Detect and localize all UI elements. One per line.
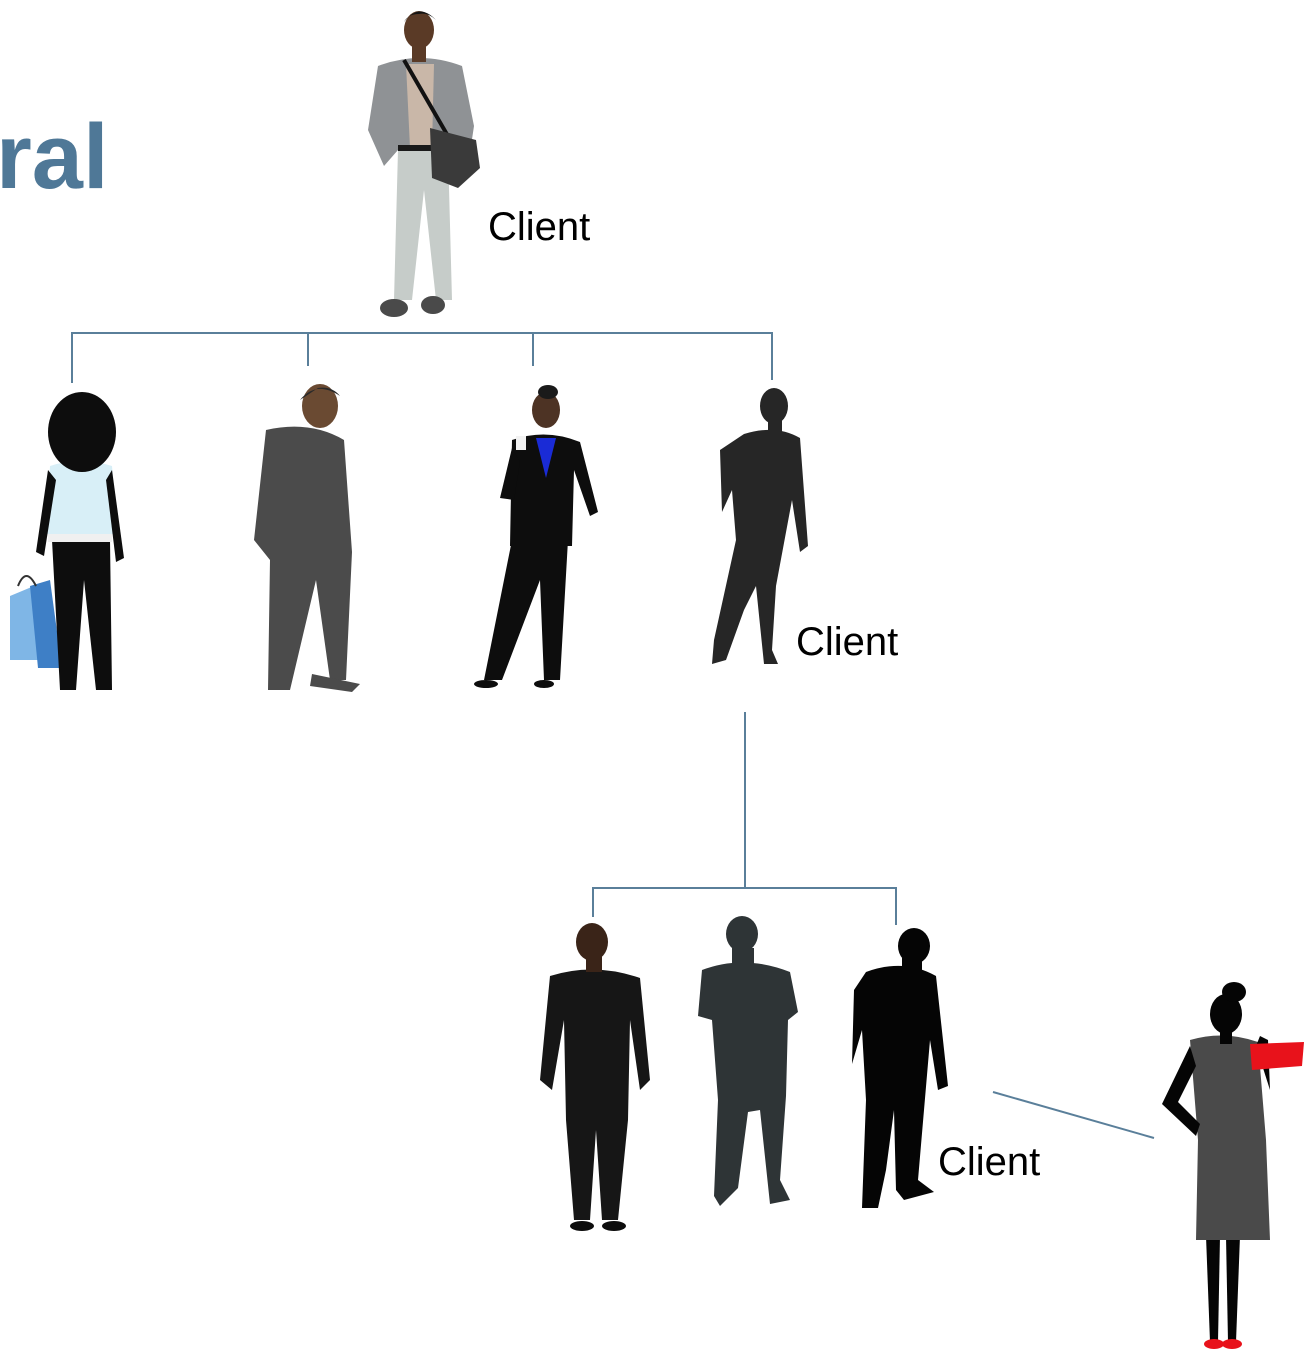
third-level-connector — [992, 1091, 1155, 1139]
top-client-man-with-messenger-bag-icon — [368, 11, 480, 317]
level3-client-label: Client — [938, 1140, 1040, 1184]
level3-client-man-silhouette-icon — [852, 928, 948, 1208]
top-client-label: Client — [488, 205, 590, 249]
level2-client-label: Client — [796, 620, 898, 664]
slide-title: ral — [0, 106, 109, 208]
second-level-connector — [592, 712, 897, 925]
dark-grey-man-silhouette-icon — [698, 916, 798, 1206]
level2-client-man-silhouette-icon — [712, 388, 808, 664]
top-level-connector — [71, 332, 773, 383]
man-in-grey-silhouette-icon — [254, 384, 360, 692]
woman-with-red-clutch-icon — [1162, 982, 1304, 1349]
man-in-black-suit-icon — [540, 923, 650, 1231]
businesswoman-with-coffee-icon — [474, 385, 598, 688]
connector-lines — [71, 332, 1155, 1139]
woman-with-shopping-bags-icon — [10, 392, 124, 690]
